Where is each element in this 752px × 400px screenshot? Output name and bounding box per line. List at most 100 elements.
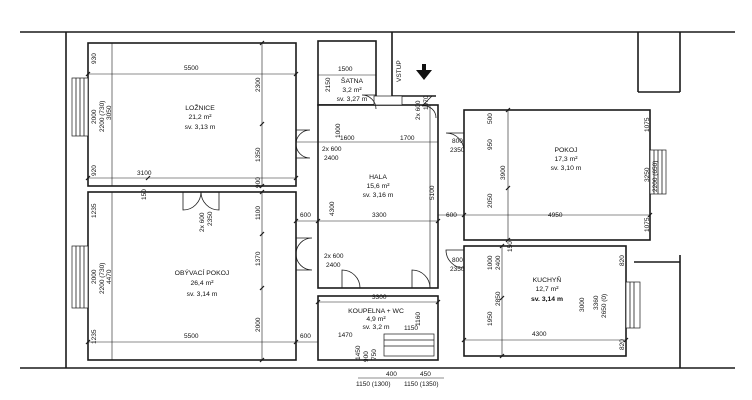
dim-label: 1150 — [404, 325, 418, 332]
dim-label: 2000 — [255, 317, 262, 332]
dim-label: 2050 — [487, 193, 494, 208]
dim-label: 2150 — [325, 77, 332, 92]
dim-label: 2000 — [91, 269, 98, 284]
door-hala-koupelna — [341, 269, 361, 289]
dim-label: 2x 600 — [415, 100, 422, 120]
dim-label: 600 — [446, 212, 457, 219]
dim-label: 820 — [619, 255, 626, 266]
room-hala — [317, 104, 439, 289]
dim-label: 950 — [487, 139, 494, 150]
satna-height: sv. 3,27 m — [337, 96, 368, 103]
dim-label: 600 — [300, 212, 311, 219]
dim-label: 1470 — [338, 332, 353, 339]
dim-label: 1370 — [255, 251, 262, 266]
window-koupelna — [383, 333, 435, 357]
dim-label: 2000 — [91, 109, 98, 124]
dim-label: 4950 — [548, 212, 563, 219]
room-pokoj — [463, 109, 651, 241]
dim-label: 5100 — [429, 185, 436, 200]
dim-label: 3000 — [579, 297, 586, 312]
loznice-height: sv. 3,13 m — [185, 124, 216, 131]
dim-label: 1150 (1300) — [356, 381, 391, 388]
dim-label: 1160 — [415, 312, 422, 326]
room-kuchyn — [463, 245, 627, 357]
dim-label: 800 — [452, 257, 463, 264]
dim-label: 2350 — [450, 266, 465, 273]
pokoj-name: POKOJ — [554, 147, 577, 154]
dim-label: 3300 — [372, 212, 387, 219]
koupelna-area: 4,9 m² — [366, 316, 386, 323]
hala-height: sv. 3,16 m — [363, 192, 394, 199]
door-hala-obyvaci — [295, 237, 313, 271]
dimension-lines — [88, 43, 650, 379]
dim-label: 2300 — [255, 77, 262, 92]
dim-label: 900 — [255, 177, 262, 188]
dim-label: 3050 — [106, 105, 113, 120]
dim-label: 2x 600 — [322, 146, 342, 153]
dim-label: 1000 — [335, 123, 342, 138]
door-loznice-obyvaci — [182, 191, 220, 211]
dim-label: 2400 — [495, 255, 502, 270]
dim-label: 1500 — [338, 66, 353, 73]
dim-label: 920 — [91, 165, 98, 176]
dimension-labels-horizontal: 5500 1500 3100 1600 1700 2x 600 2400 800… — [137, 65, 563, 388]
dim-label: 150 — [141, 189, 148, 200]
dim-label: 2200 (730) — [99, 101, 106, 132]
window-kuchyn — [625, 281, 641, 329]
dim-label: 1075 — [644, 217, 651, 232]
loznice-area: 21,2 m² — [188, 114, 212, 121]
dim-label: 900 — [363, 351, 370, 362]
dim-label: 1950 — [487, 311, 494, 326]
dim-label: 150 — [507, 241, 514, 252]
obyvaci-area: 26,4 m² — [190, 280, 214, 287]
dim-label: 1600 — [340, 135, 355, 142]
dim-label: 450 — [420, 371, 431, 378]
kuchyn-height: sv. 3,14 m — [531, 296, 563, 303]
hala-area: 15,6 m² — [366, 183, 390, 190]
windows — [71, 77, 667, 357]
dim-label: 3360 — [593, 295, 600, 310]
obyvaci-name: OBÝVACÍ POKOJ — [175, 268, 230, 277]
dim-label: 1150 (1350) — [404, 381, 439, 388]
dim-label: 1450 — [355, 345, 362, 360]
obyvaci-height: sv. 3,14 m — [187, 291, 218, 298]
dim-label: 1235 — [91, 203, 98, 218]
dim-label: 2x 600 — [199, 212, 206, 232]
dim-label: 2x 600 — [324, 253, 344, 260]
dim-label: 2400 — [324, 155, 339, 162]
room-loznice — [87, 42, 297, 187]
dim-label: 3300 — [372, 294, 387, 301]
door-vstup — [421, 95, 437, 119]
dim-label: 2400 — [326, 262, 341, 269]
dim-label: 2650 (0) — [601, 294, 608, 318]
dim-label: 1235 — [91, 329, 98, 344]
dim-label: 1970 — [423, 95, 430, 110]
dim-label: 800 — [452, 138, 463, 145]
dim-label: 600 — [300, 333, 311, 340]
pokoj-height: sv. 3,10 m — [551, 165, 582, 172]
dim-label: 400 — [386, 371, 397, 378]
dim-label: 1350 — [255, 147, 262, 162]
walls — [87, 40, 651, 361]
dim-label: 2850 — [495, 291, 502, 306]
dim-label: 750 — [371, 349, 378, 360]
dim-label: 3250 — [644, 167, 651, 182]
koupelna-height: sv. 3,2 m — [362, 324, 389, 331]
dimension-ticks — [85, 40, 653, 363]
context-lines — [20, 31, 735, 369]
dim-label: 1075 — [644, 117, 651, 132]
dim-label: 2200 (650) — [652, 161, 659, 192]
room-labels: LOŽNICE 21,2 m² sv. 3,13 m ŠATNA 3,2 m² … — [175, 76, 582, 331]
door-hala-loznice — [295, 129, 311, 159]
dim-label: 500 — [487, 113, 494, 124]
entrance-label: VSTUP — [396, 60, 403, 82]
loznice-name: LOŽNICE — [185, 103, 215, 112]
dim-label: 3900 — [500, 165, 507, 180]
dim-label: 820 — [619, 339, 626, 350]
dim-label: 1100 — [255, 206, 262, 220]
entrance-arrow: VSTUP — [396, 60, 432, 82]
dim-label: 4470 — [106, 269, 113, 284]
kuchyn-name: KUCHYŇ — [533, 275, 562, 284]
window-hala-top — [373, 95, 403, 106]
